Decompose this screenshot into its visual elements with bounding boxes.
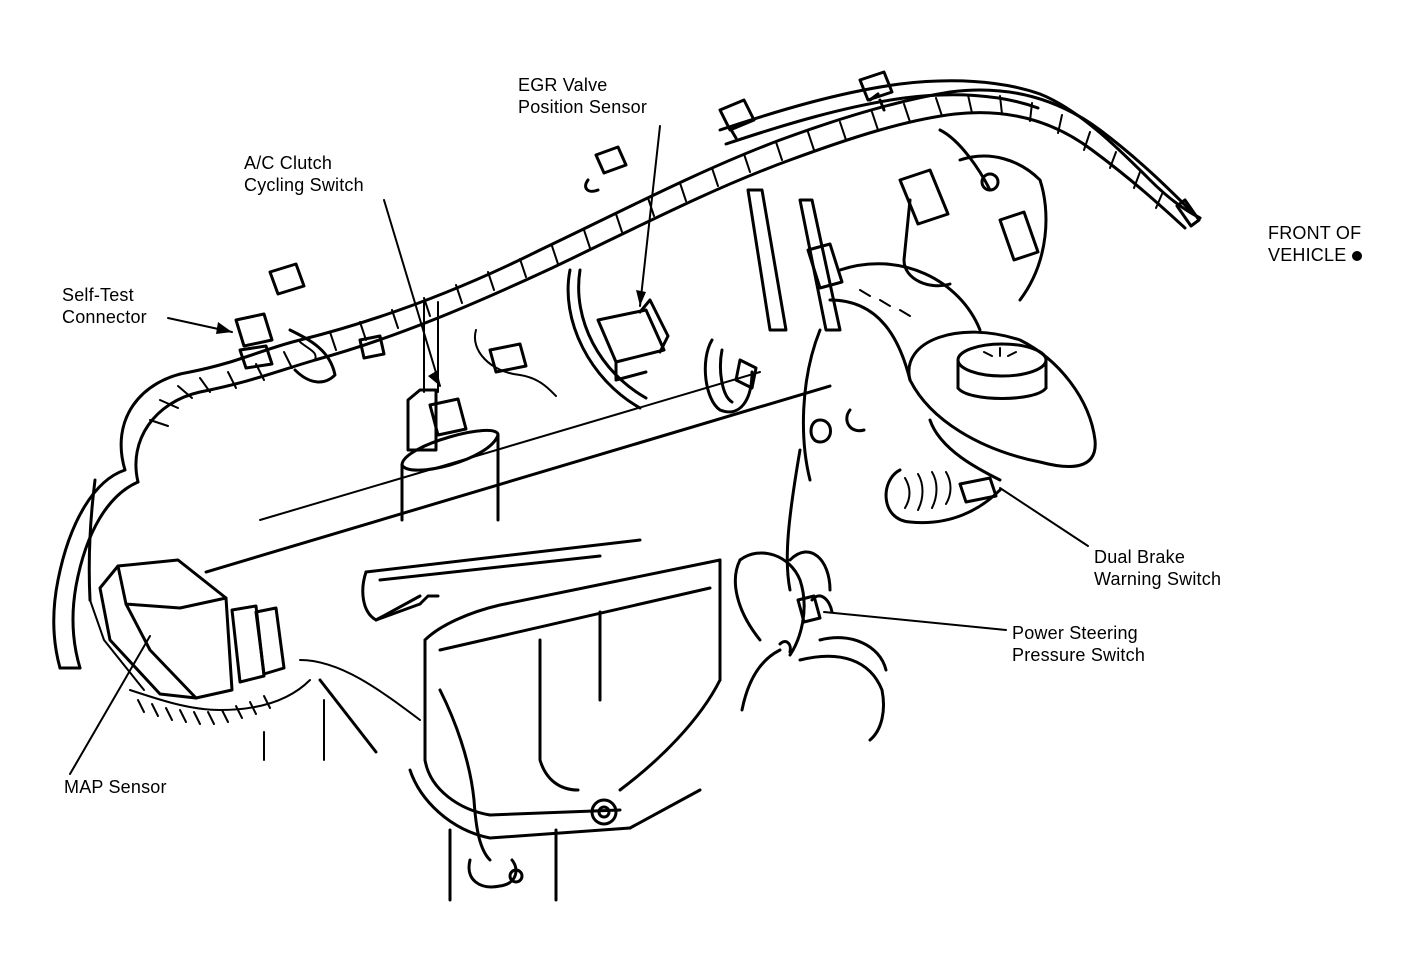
dual-brake-label-line-1: Dual Brake — [1094, 547, 1186, 567]
front-of-vehicle-label: FRONT OF VEHICLE — [1268, 222, 1363, 266]
self-test-label-line-1: Self-Test — [62, 285, 134, 305]
ac-clutch-cycling-switch-label: A/C Clutch Cycling Switch — [244, 152, 364, 196]
map-sensor-label: MAP Sensor — [64, 776, 167, 798]
power-steering-pressure-switch-label: Power Steering Pressure Switch — [1012, 622, 1145, 666]
self-test-connector-label: Self-Test Connector — [62, 284, 147, 328]
front-label-line-1: FRONT OF — [1268, 223, 1362, 243]
egr-label-line-1: EGR Valve — [518, 75, 608, 95]
egr-label-line-2: Position Sensor — [518, 97, 648, 117]
ac-accumulator — [400, 301, 500, 522]
front-label-line-2: VEHICLE — [1268, 244, 1363, 266]
front-label-line-2-text: VEHICLE — [1268, 245, 1347, 265]
egr-valve-sensor — [473, 268, 670, 410]
dual-brake-warning-switch-label: Dual Brake Warning Switch — [1094, 546, 1221, 590]
throttle-body — [703, 188, 982, 482]
ac-label-line-2: Cycling Switch — [244, 175, 364, 195]
leader-lines — [69, 125, 1089, 775]
engine-block — [204, 371, 832, 902]
egr-valve-position-sensor-label: EGR Valve Position Sensor — [518, 74, 647, 118]
leader-arrowheads — [216, 290, 646, 386]
right-connector-cluster — [898, 128, 1048, 302]
ps-label-line-1: Power Steering — [1012, 623, 1138, 643]
map-sensor-body — [89, 558, 421, 761]
direction-dot-icon — [1352, 251, 1363, 262]
map-label-line-1: MAP Sensor — [64, 777, 167, 797]
ac-label-line-1: A/C Clutch — [244, 153, 333, 173]
ps-label-line-2: Pressure Switch — [1012, 645, 1146, 665]
dual-brake-label-line-2: Warning Switch — [1094, 569, 1222, 589]
harness-connectors — [234, 70, 894, 384]
brake-reservoir — [884, 330, 1097, 525]
wire-harness — [52, 79, 1202, 670]
power-steering-assembly — [733, 448, 888, 742]
self-test-label-line-2: Connector — [62, 307, 147, 327]
